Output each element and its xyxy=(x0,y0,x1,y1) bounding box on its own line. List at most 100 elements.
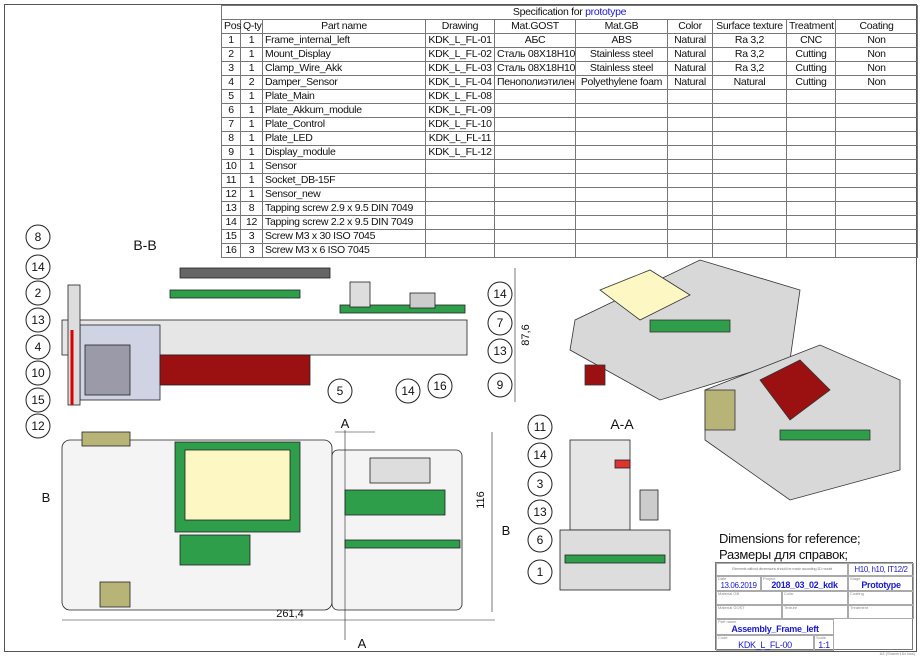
table-cell: KDK_L_FL-09 xyxy=(425,103,495,118)
material-gb-cell: Material GB xyxy=(716,591,782,605)
part-name-label: Part name xyxy=(718,619,737,624)
table-cell: KDK_L_FL-01 xyxy=(425,33,495,48)
callout-balloon xyxy=(487,338,513,364)
callout-number: 8 xyxy=(35,230,42,244)
table-cell: Plate_Control xyxy=(262,117,426,132)
callout-balloon xyxy=(527,527,553,553)
cut-marker-a: A xyxy=(341,416,350,431)
callout-balloon xyxy=(25,387,51,413)
sheet-format: A3 (Shaver16x.bas) xyxy=(879,651,915,656)
callout-balloon xyxy=(527,559,553,585)
project-label: Project xyxy=(763,576,776,581)
front-view xyxy=(61,431,463,611)
callout-number: 14 xyxy=(401,384,415,398)
callout-number: 2 xyxy=(35,286,42,300)
section-bb-view xyxy=(61,267,468,406)
callout-number: 13 xyxy=(493,344,507,358)
general-note: Elements without dimensions should be ma… xyxy=(716,563,848,576)
callout-number: 13 xyxy=(533,505,547,519)
callout-number: 14 xyxy=(31,260,45,274)
table-cell: Non xyxy=(834,61,919,76)
callout-number: 4 xyxy=(35,340,42,354)
stage-value: Prototype xyxy=(861,580,901,590)
treatment-label: Treatment xyxy=(850,605,869,610)
color-label: Color xyxy=(784,591,794,596)
callout-number: 5 xyxy=(337,384,344,398)
spec-title-prefix: Specification for xyxy=(512,6,583,18)
callout-number: 10 xyxy=(31,366,45,380)
callout-balloon xyxy=(25,280,51,306)
color-cell: Color xyxy=(782,591,848,605)
table-cell: Screw M3 x 30 ISO 7045 xyxy=(262,229,426,244)
callout-balloon xyxy=(25,254,51,280)
note-dimensions-en: Dimensions for reference; xyxy=(719,531,861,546)
callout-number: 14 xyxy=(533,448,547,462)
section-label-bb: B-B xyxy=(133,237,156,253)
callout-number: 7 xyxy=(497,316,504,330)
callout-balloon xyxy=(25,224,51,250)
table-cell: Natural xyxy=(667,47,713,62)
code-value: KDK_L_FL-00 xyxy=(738,640,792,650)
material-gb-label: Material GB xyxy=(718,591,740,596)
callout-balloon xyxy=(527,499,553,525)
dimension-116: 116 xyxy=(475,491,487,509)
table-cell: ABS xyxy=(575,33,668,48)
isometric-view-bottom xyxy=(704,344,901,501)
code-label: Code xyxy=(718,635,728,640)
table-cell: Plate_Akkum_module xyxy=(262,103,426,118)
tolerance: H10, h10, IT12/2 xyxy=(848,563,914,576)
table-cell: Clamp_Wire_Akk xyxy=(262,61,426,76)
spec-title-highlight: prototype xyxy=(585,6,627,18)
date-label: Date xyxy=(718,576,727,581)
cut-marker-a: A xyxy=(358,636,367,651)
scale-value: 1:1 xyxy=(818,640,830,650)
table-cell: KDK_L_FL-02 xyxy=(425,47,495,62)
callout-number: 11 xyxy=(534,420,547,434)
callout-balloon xyxy=(487,372,513,398)
section-label-aa: A-A xyxy=(610,416,634,432)
project-value: 2018_03_02_kdk xyxy=(771,580,838,590)
callout-number: 12 xyxy=(31,419,45,433)
general-note-text: Elements without dimensions should be ma… xyxy=(732,566,832,571)
column-header: Mat.GB xyxy=(575,19,668,34)
stage-label: Stage xyxy=(850,576,861,581)
table-cell: Screw M3 x 6 ISO 7045 xyxy=(262,243,426,258)
tolerance-text: H10, h10, IT12/2 xyxy=(854,565,908,574)
callout-balloon xyxy=(25,413,51,439)
title-block: Elements without dimensions should be ma… xyxy=(715,562,914,651)
texture-label: Texture xyxy=(784,605,798,610)
table-cell xyxy=(834,243,919,258)
table-cell: Сталь 08Х18Н10 xyxy=(494,61,576,76)
callout-balloon xyxy=(427,373,453,399)
note-dimensions-ru: Размеры для справок; xyxy=(719,547,848,562)
callout-balloon xyxy=(527,414,553,440)
callout-balloon xyxy=(395,378,421,404)
cut-marker-b: B xyxy=(502,523,511,538)
column-header: Drawing xyxy=(425,19,495,34)
texture-cell: Texture xyxy=(782,605,848,619)
scale-label: Scale xyxy=(816,635,827,640)
drawing-frame xyxy=(4,4,917,652)
callout-number: 6 xyxy=(537,533,544,547)
callout-balloon xyxy=(527,471,553,497)
callout-number: 1 xyxy=(537,565,544,579)
treatment-cell: Treatment xyxy=(848,605,914,619)
callout-number: 3 xyxy=(537,477,544,491)
coating-cell: Coating xyxy=(848,591,914,605)
table-cell: Natural xyxy=(667,33,713,48)
table-cell: Natural xyxy=(667,75,713,90)
